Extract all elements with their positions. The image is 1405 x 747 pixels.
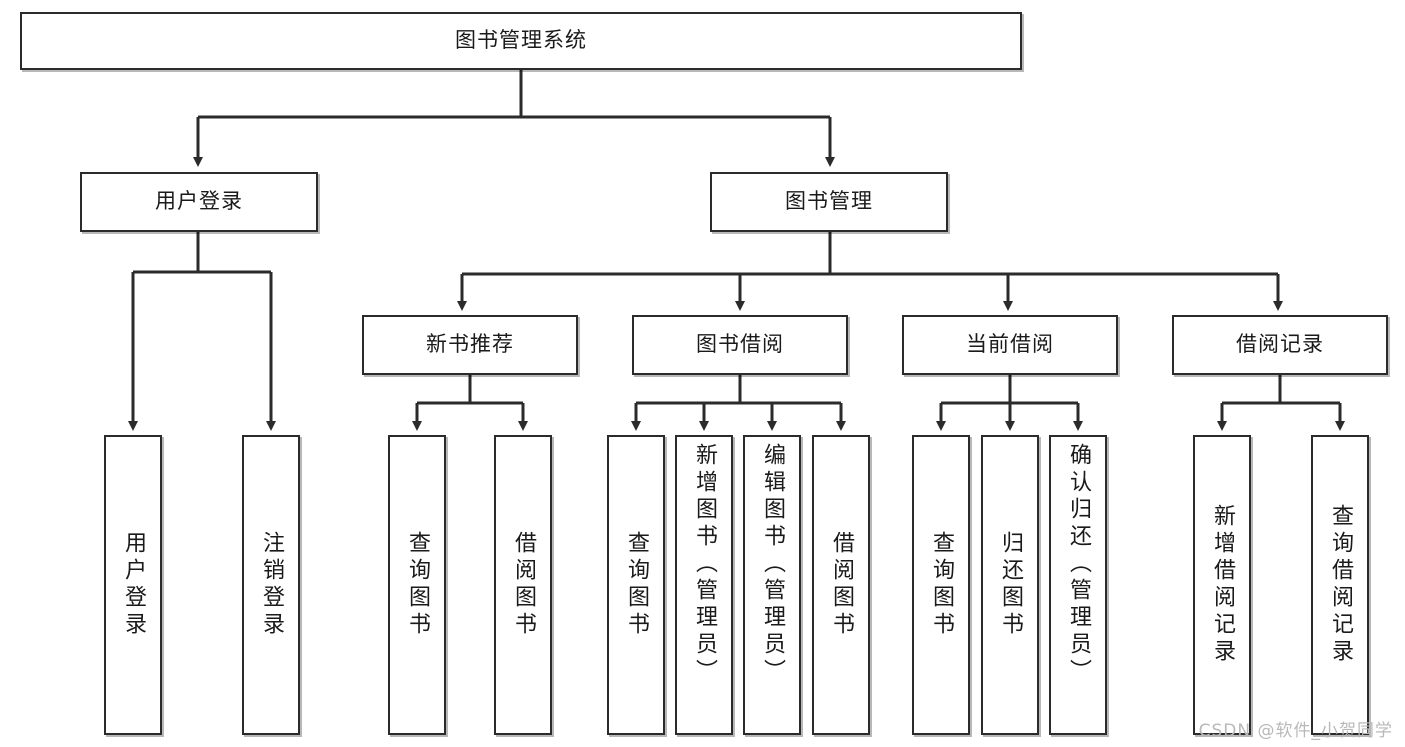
node-root[interactable]: 图书管理系统 — [20, 12, 1022, 70]
node-current-borrow[interactable]: 当前借阅 — [902, 315, 1118, 375]
leaf-records-add-record-label: 新增借阅记录 — [1210, 504, 1235, 666]
leaf-borrow-lend-book-label: 借阅图书 — [829, 531, 854, 639]
leaf-current-query-book[interactable]: 查询图书 — [912, 435, 970, 735]
leaf-current-confirm-return-label: 确认归还（管理员） — [1066, 443, 1091, 686]
leaf-borrow-edit-book[interactable]: 编辑图书（管理员） — [743, 435, 801, 735]
node-borrow-records-label: 借阅记录 — [1236, 332, 1324, 357]
leaf-newbook-query-book-label: 查询图书 — [405, 531, 430, 639]
leaf-current-return-book[interactable]: 归还图书 — [981, 435, 1039, 735]
node-user-login-label: 用户登录 — [155, 189, 243, 214]
leaf-newbook-query-book[interactable]: 查询图书 — [388, 435, 446, 735]
leaf-records-query-record-label: 查询借阅记录 — [1328, 504, 1353, 666]
leaf-current-return-book-label: 归还图书 — [998, 531, 1023, 639]
node-current-borrow-label: 当前借阅 — [966, 332, 1054, 357]
leaf-current-confirm-return[interactable]: 确认归还（管理员） — [1049, 435, 1107, 735]
node-book-borrow[interactable]: 图书借阅 — [632, 315, 848, 375]
leaf-newbook-borrow-book[interactable]: 借阅图书 — [494, 435, 552, 735]
leaf-user-logout-label: 注销登录 — [259, 531, 284, 639]
node-borrow-records[interactable]: 借阅记录 — [1172, 315, 1388, 375]
leaf-borrow-add-book-label: 新增图书（管理员） — [692, 443, 717, 686]
leaf-borrow-add-book[interactable]: 新增图书（管理员） — [675, 435, 733, 735]
leaf-records-query-record[interactable]: 查询借阅记录 — [1311, 435, 1369, 735]
leaf-borrow-query-book[interactable]: 查询图书 — [607, 435, 665, 735]
node-new-book-recommend-label: 新书推荐 — [426, 332, 514, 357]
node-root-label: 图书管理系统 — [455, 28, 587, 53]
node-user-login[interactable]: 用户登录 — [80, 172, 318, 232]
node-book-management-label: 图书管理 — [785, 189, 873, 214]
node-new-book-recommend[interactable]: 新书推荐 — [362, 315, 578, 375]
node-book-borrow-label: 图书借阅 — [696, 332, 784, 357]
leaf-borrow-lend-book[interactable]: 借阅图书 — [812, 435, 870, 735]
leaf-borrow-query-book-label: 查询图书 — [624, 531, 649, 639]
watermark: CSDN @软件_小贺同学 — [1198, 721, 1393, 741]
leaf-records-add-record[interactable]: 新增借阅记录 — [1193, 435, 1251, 735]
leaf-newbook-borrow-book-label: 借阅图书 — [511, 531, 536, 639]
leaf-user-logout[interactable]: 注销登录 — [242, 435, 300, 735]
leaf-user-login[interactable]: 用户登录 — [104, 435, 162, 735]
leaf-user-login-label: 用户登录 — [121, 531, 146, 639]
leaf-borrow-edit-book-label: 编辑图书（管理员） — [760, 443, 785, 686]
leaf-current-query-book-label: 查询图书 — [929, 531, 954, 639]
node-book-management[interactable]: 图书管理 — [710, 172, 948, 232]
